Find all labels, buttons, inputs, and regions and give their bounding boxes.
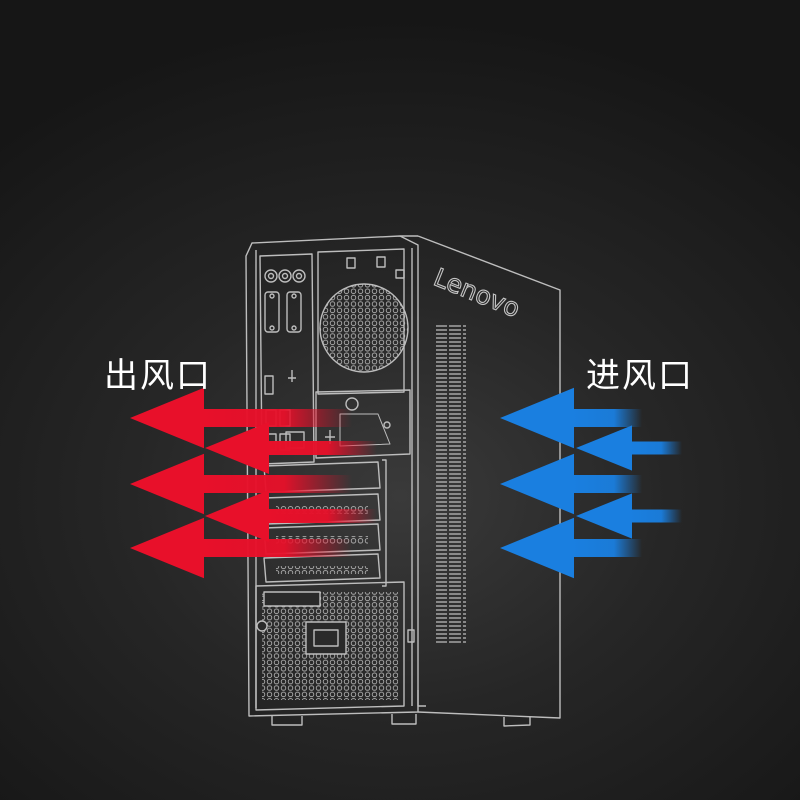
intake-label: 进风口: [586, 356, 694, 396]
intake-arrows: [500, 387, 682, 579]
exhaust-arrow: [130, 453, 352, 515]
intake-arrow: [576, 493, 682, 539]
side-vent: [436, 324, 466, 644]
fan-vent: [319, 283, 409, 373]
intake-arrow: [500, 387, 642, 449]
exhaust-arrow: [205, 421, 377, 475]
vga-port: [264, 291, 280, 333]
dvi-port: [286, 291, 302, 333]
exhaust-arrow: [130, 517, 352, 579]
psu-bay: [255, 581, 405, 711]
exhaust-arrow: [130, 387, 352, 449]
exhaust-label: 出风口: [104, 356, 212, 396]
audio-jack: [292, 269, 306, 283]
case-foot: [503, 717, 531, 727]
brand-logo: Lenovo: [430, 263, 524, 324]
expansion-area: [315, 389, 411, 459]
exhaust-arrow: [205, 489, 377, 543]
case-foot: [271, 716, 303, 726]
hdmi-port: [264, 375, 274, 395]
intake-arrow: [576, 425, 682, 471]
psu-power-socket: [305, 621, 347, 655]
case-foot: [391, 714, 417, 725]
audio-jack: [264, 269, 278, 283]
pc-tower: [245, 235, 561, 727]
io-shield: [259, 253, 315, 465]
psu-screw: [256, 620, 268, 632]
exhaust-arrows: [130, 387, 377, 579]
audio-jack: [278, 269, 292, 283]
intake-arrow: [500, 453, 642, 515]
intake-arrow: [500, 517, 642, 579]
fan-vent-frame: [317, 248, 405, 395]
